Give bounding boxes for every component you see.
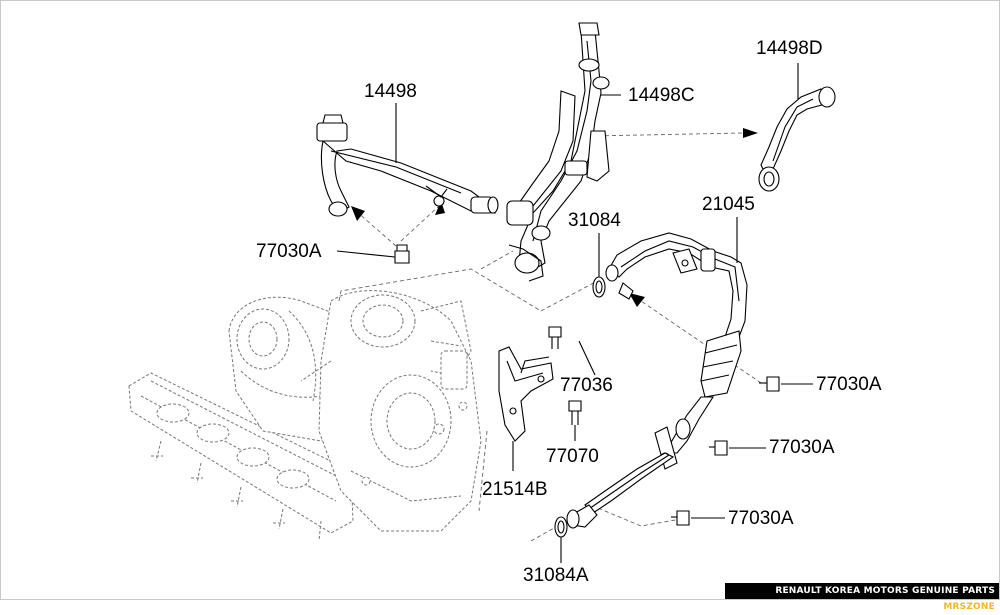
banner-text: RENAULT KOREA MOTORS GENUINE PARTS — [775, 586, 995, 596]
part-label-77070[interactable]: 77070 — [546, 446, 599, 467]
part-label-77030A-right1[interactable]: 77030A — [816, 374, 882, 395]
part-label-14498D[interactable]: 14498D — [756, 38, 823, 59]
hose-14498C — [506, 22, 610, 282]
bolt-77030A-right1 — [759, 376, 780, 392]
bolt-77030A-right2 — [709, 440, 728, 456]
part-label-21514B[interactable]: 21514B — [482, 479, 548, 500]
watermark-banner: RENAULT KOREA MOTORS GENUINE PARTS MRSZO… — [725, 583, 999, 612]
part-label-31084A[interactable]: 31084A — [523, 565, 589, 586]
part-label-77030A-left[interactable]: 77030A — [256, 241, 322, 262]
label-leader-lines — [336, 63, 813, 563]
part-label-77036[interactable]: 77036 — [560, 375, 613, 396]
o-ring-31084 — [592, 276, 606, 298]
bolt-77036 — [548, 326, 562, 349]
bracket-21514B — [498, 346, 554, 442]
part-label-14498C[interactable]: 14498C — [628, 85, 695, 106]
part-label-77030A-right3[interactable]: 77030A — [728, 508, 794, 529]
direction-arrows — [351, 128, 758, 307]
hose-14498 — [316, 114, 499, 217]
turbocharger-manifold-assembly — [128, 290, 482, 542]
exploded-view-drawing — [128, 22, 836, 563]
part-label-31084[interactable]: 31084 — [568, 210, 621, 231]
part-label-21045[interactable]: 21045 — [702, 194, 755, 215]
bolt-77030A-right3 — [671, 510, 690, 526]
o-ring-31084A — [554, 516, 568, 538]
bolt-77070 — [568, 400, 582, 425]
part-label-14498[interactable]: 14498 — [364, 81, 417, 102]
hose-14498D — [758, 86, 836, 192]
part-label-77030A-right2[interactable]: 77030A — [769, 437, 835, 458]
banner-brand: MRSZONE — [943, 602, 995, 612]
bolt-77030A-left — [394, 244, 410, 264]
assembly-guide-lines — [338, 132, 762, 542]
pipe-21045 — [566, 232, 748, 529]
